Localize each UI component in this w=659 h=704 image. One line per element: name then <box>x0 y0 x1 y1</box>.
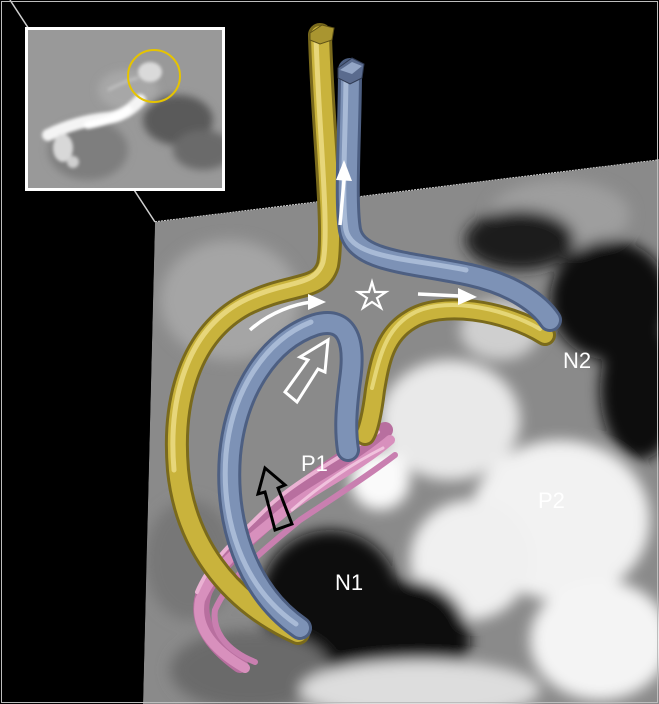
label-p1: P1 <box>301 453 328 475</box>
inset-image <box>25 27 225 191</box>
label-p2: P2 <box>538 490 565 512</box>
label-n1: N1 <box>335 572 363 594</box>
ct-slice-plane <box>143 160 659 704</box>
label-n2: N2 <box>563 350 591 372</box>
